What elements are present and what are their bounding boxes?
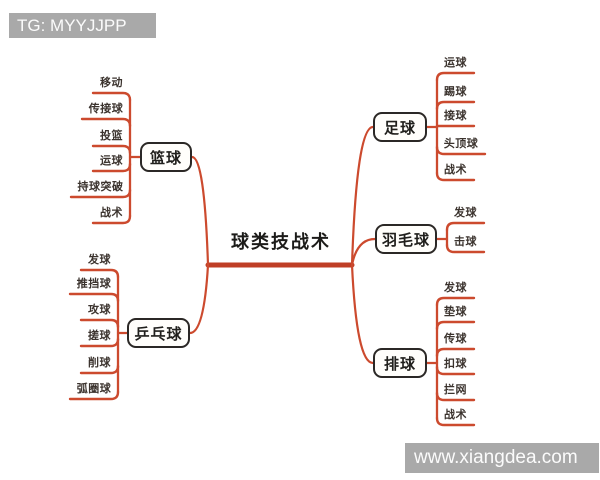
subtopic-line bbox=[79, 318, 120, 329]
subtopic-line bbox=[79, 364, 120, 375]
subtopic-basketball-2: 投篮 bbox=[100, 130, 123, 142]
subtopic-football-3: 头顶球 bbox=[443, 138, 479, 150]
branch-connector-football bbox=[350, 125, 375, 267]
central-topic: 球类技战术 bbox=[231, 232, 331, 252]
subtopic-line bbox=[69, 188, 132, 199]
subtopic-line bbox=[435, 171, 476, 182]
subtopic-line bbox=[80, 117, 132, 128]
subtopic-line bbox=[91, 144, 132, 155]
watermark-bottom: www.xiangdea.com bbox=[405, 443, 599, 473]
subtopic-line bbox=[435, 145, 487, 156]
subtopic-football-2: 接球 bbox=[444, 110, 467, 122]
subtopic-table-tennis-5: 弧圈球 bbox=[76, 383, 112, 395]
watermark-top: TG: MYYJJPP bbox=[9, 13, 156, 38]
subtopic-badminton-1: 击球 bbox=[454, 236, 477, 248]
subtopic-football-0: 运球 bbox=[444, 57, 467, 69]
subtopic-table-tennis-3: 搓球 bbox=[88, 330, 111, 342]
subtopic-volleyball-3: 扣球 bbox=[444, 358, 467, 370]
branch-connector-basketball bbox=[190, 155, 210, 267]
subtopic-line bbox=[91, 162, 132, 173]
subtopic-line bbox=[435, 71, 476, 82]
topic-basketball: 篮球 bbox=[140, 142, 192, 172]
subtopic-basketball-1: 传接球 bbox=[88, 103, 124, 115]
subtopic-line bbox=[435, 416, 476, 427]
subtopic-line bbox=[445, 221, 486, 232]
subtopic-basketball-0: 移动 bbox=[100, 77, 123, 89]
branch-connector-badminton bbox=[350, 237, 377, 267]
subtopic-line bbox=[435, 296, 476, 307]
subtopic-basketball-3: 运球 bbox=[100, 155, 123, 167]
subtopic-line bbox=[68, 292, 120, 303]
topic-football: 足球 bbox=[373, 112, 427, 142]
subtopic-volleyball-0: 发球 bbox=[444, 282, 467, 294]
subtopic-badminton-0: 发球 bbox=[454, 207, 477, 219]
subtopic-line bbox=[435, 365, 476, 376]
subtopic-line bbox=[68, 390, 120, 401]
topic-volleyball: 排球 bbox=[373, 348, 427, 378]
topic-badminton: 羽毛球 bbox=[375, 224, 437, 254]
subtopic-line bbox=[79, 337, 120, 348]
subtopic-volleyball-2: 传球 bbox=[444, 333, 467, 345]
subtopic-line bbox=[91, 91, 132, 102]
subtopic-volleyball-5: 战术 bbox=[444, 409, 467, 421]
subtopic-line bbox=[435, 100, 476, 111]
subtopic-table-tennis-0: 发球 bbox=[88, 254, 111, 266]
subtopic-basketball-5: 战术 bbox=[100, 207, 123, 219]
subtopic-line bbox=[445, 243, 486, 254]
subtopic-volleyball-4: 拦网 bbox=[444, 384, 467, 396]
subtopic-table-tennis-4: 削球 bbox=[88, 357, 111, 369]
branch-connector-table-tennis bbox=[188, 263, 210, 335]
subtopic-line bbox=[91, 214, 132, 225]
subtopic-football-1: 踢球 bbox=[444, 86, 467, 98]
subtopic-volleyball-1: 垫球 bbox=[444, 306, 467, 318]
subtopic-table-tennis-1: 推挡球 bbox=[76, 278, 112, 290]
topic-table-tennis: 乒乓球 bbox=[127, 318, 190, 348]
subtopic-table-tennis-2: 攻球 bbox=[88, 304, 111, 316]
subtopic-line bbox=[435, 391, 476, 402]
subtopic-line bbox=[435, 320, 476, 331]
subtopic-line bbox=[435, 347, 476, 358]
branch-connector-volleyball bbox=[350, 263, 375, 365]
subtopic-football-4: 战术 bbox=[444, 164, 467, 176]
subtopic-basketball-4: 持球突破 bbox=[77, 181, 124, 193]
subtopic-line bbox=[79, 268, 120, 279]
